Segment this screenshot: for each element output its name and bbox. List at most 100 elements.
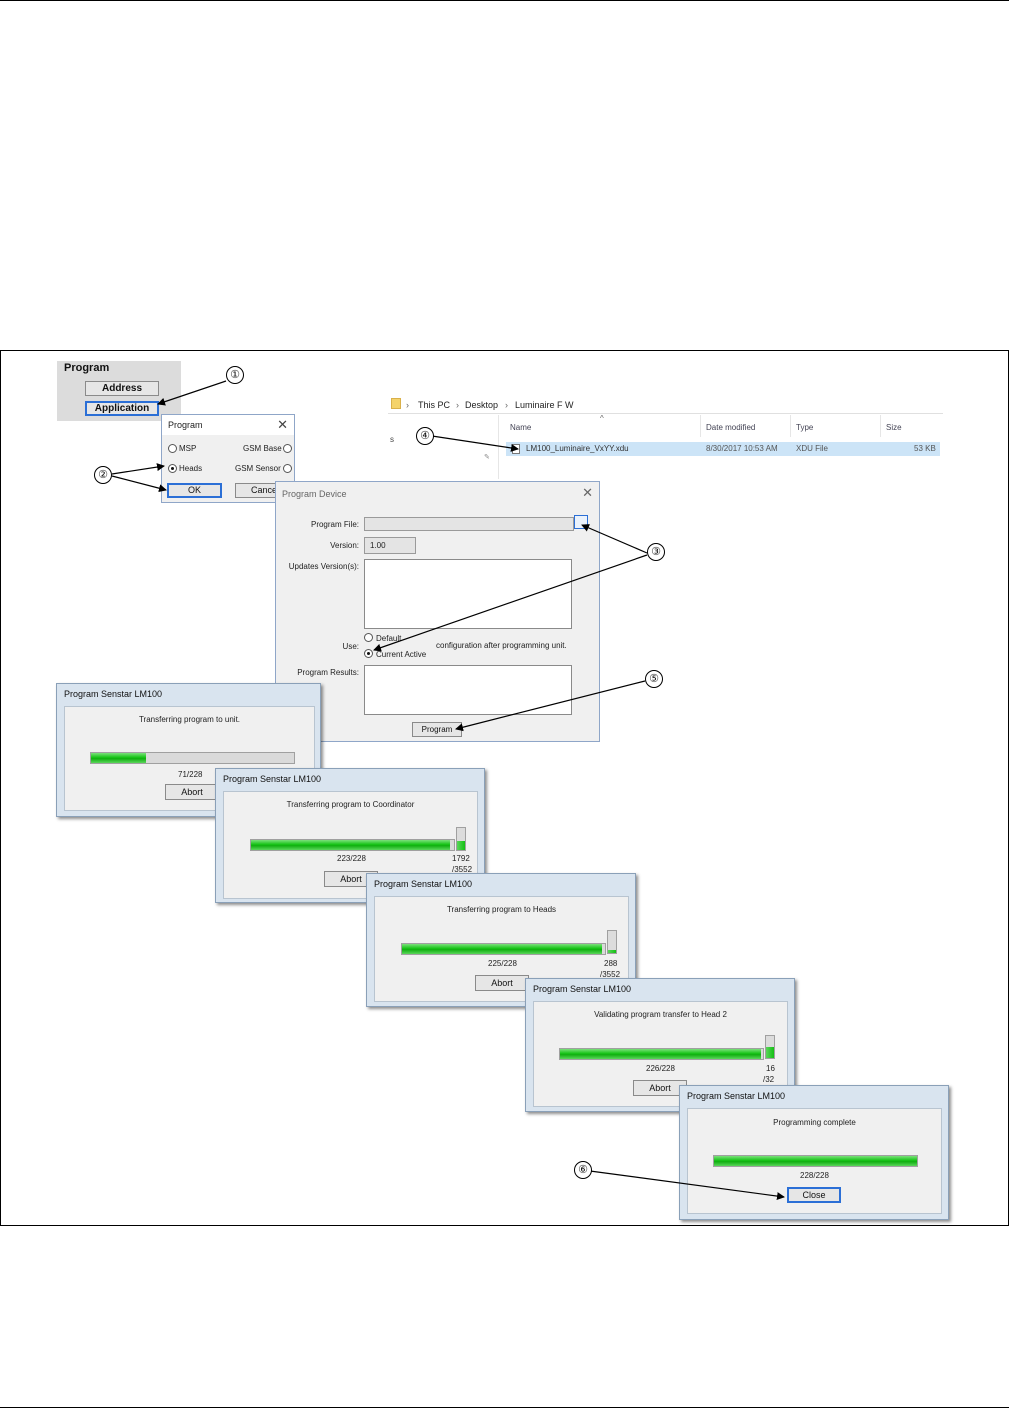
sub-progress-bar <box>765 1035 775 1059</box>
progress-bar <box>713 1155 918 1167</box>
sub-progress-count: 288 <box>604 959 618 968</box>
msp-label: MSP <box>179 444 197 453</box>
nav-pane-item[interactable]: s <box>390 435 394 444</box>
program-button[interactable]: Program <box>412 722 462 737</box>
use-label: Use: <box>342 642 359 651</box>
progress-dialog-coordinator: Program Senstar LM100 Transferring progr… <box>215 768 485 903</box>
sub-progress-total: /3552 <box>600 970 621 979</box>
file-icon <box>512 444 520 454</box>
progress-dialog-complete: Program Senstar LM100 Programming comple… <box>679 1085 949 1220</box>
column-size[interactable]: Size <box>886 423 902 432</box>
progress-message: Transferring program to Coordinator <box>286 800 415 809</box>
file-type: XDU File <box>796 444 829 453</box>
bottom-rule <box>0 1407 1009 1408</box>
progress-bar <box>401 943 606 955</box>
folder-icon <box>391 398 401 409</box>
breadcrumb-desktop[interactable]: Desktop <box>465 400 499 410</box>
callout-2: ② <box>94 466 112 484</box>
callout-1: ① <box>226 366 244 384</box>
progress-count: 226/228 <box>646 1064 675 1073</box>
use-suffix: configuration after programming unit. <box>436 641 567 650</box>
progress-message: Transferring program to Heads <box>446 905 557 914</box>
breadcrumb-luminaire-fw[interactable]: Luminaire F W <box>515 400 574 410</box>
heads-radio[interactable] <box>168 464 177 473</box>
gsm-sensor-radio[interactable] <box>283 464 292 473</box>
progress-fill <box>251 840 450 850</box>
progress-bar <box>559 1048 764 1060</box>
breadcrumb-separator: › <box>505 400 508 410</box>
callout-6: ⑥ <box>574 1161 592 1179</box>
file-name: LM100_Luminaire_VxYY.xdu <box>526 444 629 453</box>
version-field: 1.00 <box>364 537 416 554</box>
column-divider <box>880 415 881 437</box>
program-file-label: Program File: <box>310 520 359 529</box>
gsm-sensor-label: GSM Sensor <box>235 464 281 473</box>
callout-5: ⑤ <box>645 670 663 688</box>
msp-radio[interactable] <box>168 444 177 453</box>
progress-fill <box>560 1049 762 1059</box>
gsm-base-label: GSM Base <box>243 444 282 453</box>
progress-count: 71/228 <box>178 770 203 779</box>
program-device-dialog: Program Device ✕ Program File: Version: … <box>275 481 600 742</box>
ok-button[interactable]: OK <box>167 483 222 498</box>
progress-dialog-unit: Program Senstar LM100 Transferring progr… <box>56 683 321 817</box>
progress-message: Validating program transfer to Head 2 <box>594 1010 727 1019</box>
file-size: 53 KB <box>914 444 936 453</box>
column-divider <box>498 415 499 479</box>
program-panel-title: Program <box>64 362 110 374</box>
column-type[interactable]: Type <box>796 423 814 432</box>
progress-count: 228/228 <box>800 1171 829 1180</box>
sub-progress-count: 16 <box>766 1064 775 1073</box>
column-date-modified[interactable]: Date modified <box>706 423 756 432</box>
abort-button[interactable]: Abort <box>165 784 219 800</box>
progress-count: 223/228 <box>337 854 366 863</box>
progress-fill <box>714 1156 917 1166</box>
program-results-box <box>364 665 572 715</box>
sub-progress-count: 1792 <box>452 854 470 863</box>
progress-dialog-title: Program Senstar LM100 <box>533 984 632 994</box>
top-rule <box>0 0 1009 1</box>
version-value: 1.00 <box>370 541 386 550</box>
pin-icon: ✎ <box>484 454 490 461</box>
updates-versions-box[interactable] <box>364 559 572 629</box>
program-file-field[interactable] <box>364 517 574 531</box>
browse-button[interactable] <box>574 515 588 529</box>
file-row[interactable]: LM100_Luminaire_VxYY.xdu 8/30/2017 10:53… <box>506 442 940 456</box>
default-label: Default <box>376 634 402 643</box>
breadcrumb-separator: › <box>456 400 459 410</box>
close-button[interactable]: Close <box>787 1187 841 1203</box>
gsm-base-radio[interactable] <box>283 444 292 453</box>
progress-fill <box>91 753 146 763</box>
column-divider <box>790 415 791 437</box>
address-button[interactable]: Address <box>85 381 159 396</box>
progress-count: 225/228 <box>488 959 517 968</box>
sub-progress-total: /32 <box>763 1075 775 1084</box>
abort-button[interactable]: Abort <box>475 975 529 991</box>
progress-dialog-title: Program Senstar LM100 <box>687 1091 786 1101</box>
updates-versions-label: Updates Version(s): <box>288 562 359 571</box>
current-active-radio[interactable] <box>364 649 373 658</box>
heads-label: Heads <box>179 464 203 473</box>
close-icon[interactable]: ✕ <box>277 417 288 432</box>
program-device-title: Program Device <box>282 489 347 499</box>
progress-bar <box>250 839 455 851</box>
progress-fill <box>402 944 603 954</box>
column-divider <box>700 415 701 437</box>
default-radio[interactable] <box>364 633 373 642</box>
program-panel: Program Address Application <box>57 361 181 421</box>
program-dialog-title: Program <box>168 420 203 430</box>
abort-button[interactable]: Abort <box>324 871 378 887</box>
callout-3: ③ <box>647 543 665 561</box>
progress-dialog-title: Program Senstar LM100 <box>64 689 163 699</box>
version-label: Version: <box>330 541 359 550</box>
sub-progress-bar <box>607 930 617 954</box>
current-active-label: Current Active <box>376 650 427 659</box>
breadcrumb-this-pc[interactable]: This PC <box>418 400 451 410</box>
address-divider <box>388 413 943 414</box>
progress-dialog-title: Program Senstar LM100 <box>374 879 473 889</box>
breadcrumb-separator: › <box>406 400 409 410</box>
close-icon[interactable]: ✕ <box>582 485 593 500</box>
callout-4: ④ <box>416 427 434 445</box>
application-button[interactable]: Application <box>85 401 159 416</box>
column-name[interactable]: Name <box>510 423 532 432</box>
